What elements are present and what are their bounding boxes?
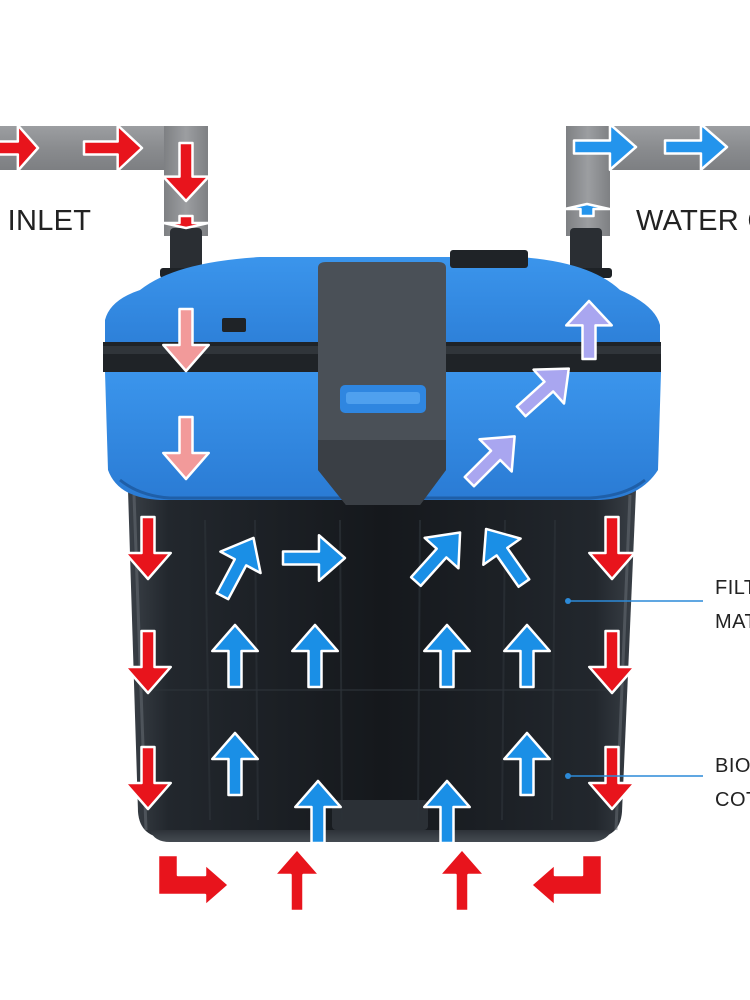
arrow-icon [274,849,320,911]
filter-label-line1: FILT [715,571,750,605]
bio-label-line2: COT [715,783,750,817]
elbow-arrow-icon [158,855,229,906]
arrow-icon [439,849,485,911]
filter-label-line2: MAT [715,605,750,639]
lid-latch [318,262,446,505]
elbow-arrow-icon [531,855,602,906]
filter-material-label: FILT MAT [715,571,750,639]
water-outlet-label: WATER C [636,205,750,238]
water-inlet-label: R INLET [0,205,91,238]
canister-body [128,490,636,842]
bio-label-line1: BIO [715,749,750,783]
bio-cotton-label: BIO COT [715,749,750,817]
